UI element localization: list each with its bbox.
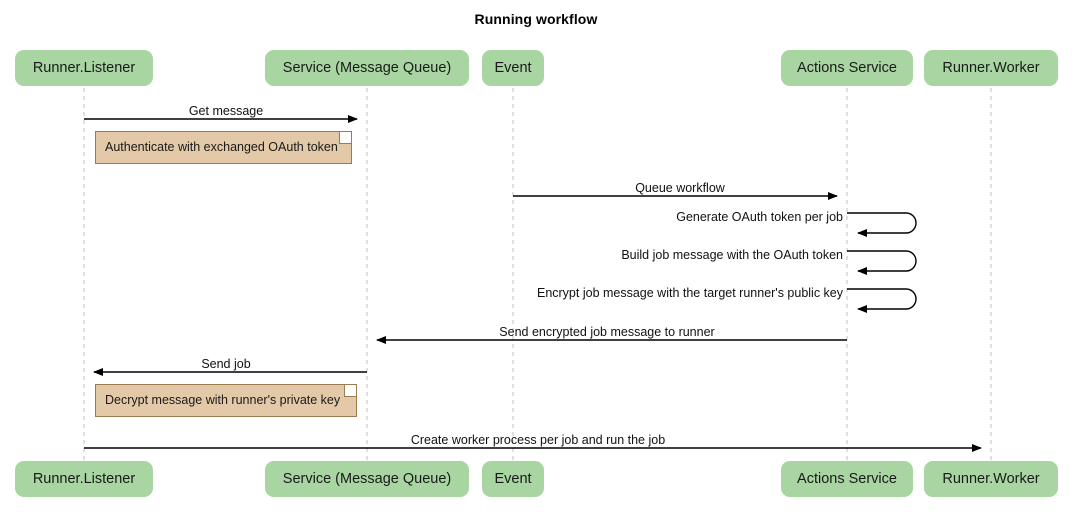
- message-label-queue-workflow: Queue workflow: [635, 181, 725, 195]
- lifelines-group: [83, 88, 992, 462]
- message-label-generate-oauth-token: Generate OAuth token per job: [676, 210, 843, 224]
- participant-actions-service-top[interactable]: Actions Service: [781, 50, 913, 86]
- message-label-encrypt-job-message: Encrypt job message with the target runn…: [536, 286, 843, 300]
- participant-service-message-queue-bottom[interactable]: Service (Message Queue): [265, 461, 469, 497]
- self-message-encrypt-job-message: [847, 288, 917, 313]
- note-decrypt-note: Decrypt message with runner's private ke…: [95, 384, 357, 417]
- message-label-get-message: Get message: [188, 104, 264, 118]
- note-fold-corner-icon: [339, 132, 351, 144]
- self-message-build-job-message: [847, 250, 917, 275]
- participant-event-top[interactable]: Event: [482, 50, 544, 86]
- page-title: Running workflow: [474, 11, 598, 27]
- participant-runner-listener-bottom[interactable]: Runner.Listener: [15, 461, 153, 497]
- note-text: Authenticate with exchanged OAuth token: [105, 140, 338, 154]
- message-label-create-worker-process: Create worker process per job and run th…: [410, 433, 666, 447]
- note-text: Decrypt message with runner's private ke…: [105, 393, 341, 407]
- message-label-send-job: Send job: [201, 357, 251, 371]
- message-label-build-job-message: Build job message with the OAuth token: [621, 248, 843, 262]
- participant-runner-worker-top[interactable]: Runner.Worker: [924, 50, 1058, 86]
- arrows-group: [84, 115, 982, 452]
- self-message-generate-oauth-token: [847, 212, 917, 237]
- participant-runner-listener-top[interactable]: Runner.Listener: [15, 50, 153, 86]
- participant-service-message-queue-top[interactable]: Service (Message Queue): [265, 50, 469, 86]
- participant-event-bottom[interactable]: Event: [482, 461, 544, 497]
- note-authenticate-note: Authenticate with exchanged OAuth token: [95, 131, 352, 164]
- participant-actions-service-bottom[interactable]: Actions Service: [781, 461, 913, 497]
- participant-runner-worker-bottom[interactable]: Runner.Worker: [924, 461, 1058, 497]
- message-label-send-encrypted-job-message: Send encrypted job message to runner: [499, 325, 715, 339]
- note-fold-corner-icon: [344, 385, 356, 397]
